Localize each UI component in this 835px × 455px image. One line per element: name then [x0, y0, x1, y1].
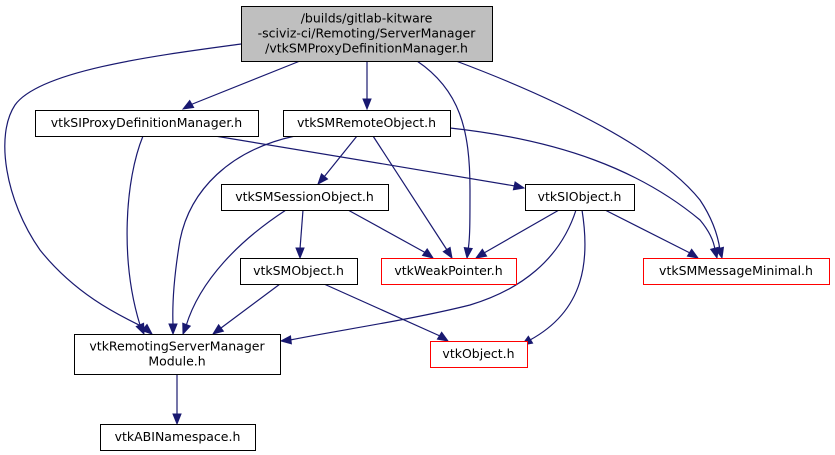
edge-line	[323, 135, 358, 178]
arrowhead-icon	[295, 247, 305, 260]
arrowhead-icon	[181, 99, 195, 110]
edge-smobject-to-vtkobject	[323, 283, 450, 342]
edge-smsession-to-weakptr	[347, 209, 435, 259]
edge-smsession-to-module	[182, 209, 287, 336]
node-label: vtkSMRemoteObject.h	[297, 115, 436, 130]
edge-root-to-siproxydef	[181, 60, 301, 110]
edge-line	[529, 209, 586, 341]
node-box	[74, 334, 281, 375]
edge-root-to-msgmin	[455, 60, 725, 260]
node-msgmin[interactable]: vtkSMMessageMinimal.h	[643, 258, 830, 285]
edge-smremote-to-smsession	[317, 135, 358, 186]
node-label: vtkSIObject.h	[538, 189, 622, 204]
arrowhead-icon	[474, 248, 488, 259]
node-box	[525, 184, 635, 211]
edge-smremote-to-msgmin	[449, 127, 720, 260]
arrowhead-icon	[362, 98, 372, 111]
node-box	[100, 424, 256, 451]
edge-line	[372, 135, 448, 251]
node-label: /builds/gitlab-kitware	[301, 11, 433, 26]
edge-line	[189, 60, 301, 106]
node-box	[221, 184, 389, 211]
arrowhead-icon	[135, 322, 145, 336]
edge-line	[214, 135, 516, 187]
node-label: vtkWeakPointer.h	[394, 263, 502, 278]
arrowhead-icon	[512, 181, 526, 191]
arrowhead-icon	[686, 248, 700, 259]
edge-module-to-abins	[172, 374, 182, 426]
edge-siobject-to-vtkobject	[520, 209, 586, 346]
arrowhead-icon	[436, 331, 450, 342]
edge-line	[289, 209, 577, 341]
node-vtkobject[interactable]: vtkObject.h	[430, 341, 528, 368]
node-label: vtkSMMessageMinimal.h	[659, 263, 813, 278]
node-label: vtkSIProxyDefinitionManager.h	[51, 115, 242, 130]
node-box	[430, 341, 528, 368]
arrowhead-icon	[279, 335, 292, 345]
edge-root-to-module	[4, 43, 242, 335]
edge-line	[299, 209, 304, 250]
node-smobject[interactable]: vtkSMObject.h	[240, 258, 358, 285]
edge-siobject-to-weakptr	[474, 209, 560, 259]
edge-line	[220, 283, 281, 329]
node-box	[643, 258, 830, 285]
node-box	[240, 258, 358, 285]
arrowhead-icon	[140, 323, 154, 335]
edge-line	[185, 209, 287, 327]
node-siobject[interactable]: vtkSIObject.h	[525, 184, 635, 211]
edge-root-to-weakptr	[416, 60, 474, 260]
node-label: -sciviz-ci/Remoting/ServerManager	[258, 26, 477, 41]
node-box	[241, 6, 493, 62]
edge-line	[323, 283, 441, 337]
edge-smobject-to-module	[211, 283, 281, 335]
edge-siproxydef-to-siobject	[214, 135, 526, 191]
arrowhead-icon	[168, 323, 178, 336]
edges-layer	[4, 43, 725, 426]
arrowhead-icon	[463, 246, 474, 260]
arrowhead-icon	[211, 323, 225, 335]
node-smsession[interactable]: vtkSMSessionObject.h	[221, 184, 389, 211]
node-label: vtkSMSessionObject.h	[235, 189, 374, 204]
edge-line	[483, 209, 560, 254]
node-smremote[interactable]: vtkSMRemoteObject.h	[283, 110, 451, 137]
edge-root-to-smremote	[362, 61, 372, 111]
edge-line	[347, 209, 427, 254]
edge-line	[126, 135, 144, 326]
node-root: /builds/gitlab-kitware-sciviz-ci/Remotin…	[241, 6, 493, 62]
edge-smsession-to-smobject	[295, 209, 305, 260]
arrowhead-icon	[442, 246, 453, 260]
edge-line	[416, 60, 471, 251]
edge-line	[455, 60, 721, 251]
edge-smremote-to-weakptr	[372, 135, 453, 260]
node-label: /vtkSMProxyDefinitionManager.h	[265, 41, 468, 56]
node-box	[381, 258, 517, 285]
edge-line	[4, 43, 242, 329]
arrowhead-icon	[709, 246, 720, 260]
node-box	[35, 110, 259, 137]
arrowhead-icon	[317, 172, 329, 186]
node-label: Module.h	[148, 354, 205, 369]
edge-smremote-to-module	[168, 135, 296, 336]
node-label: vtkABINamespace.h	[115, 429, 241, 444]
edge-siobject-to-msgmin	[604, 209, 700, 259]
edge-line	[172, 135, 296, 326]
edge-siproxydef-to-module	[126, 135, 145, 336]
node-abins[interactable]: vtkABINamespace.h	[100, 424, 256, 451]
node-siproxydef[interactable]: vtkSIProxyDefinitionManager.h	[35, 110, 259, 137]
node-label: vtkObject.h	[442, 346, 514, 361]
edge-siobject-to-module	[279, 209, 577, 345]
nodes-layer: /builds/gitlab-kitware-sciviz-ci/Remotin…	[35, 6, 830, 451]
arrowhead-icon	[421, 248, 435, 259]
arrowhead-icon	[172, 413, 182, 426]
node-label: vtkSMObject.h	[253, 263, 344, 278]
node-box	[283, 110, 451, 137]
node-weakptr[interactable]: vtkWeakPointer.h	[381, 258, 517, 285]
arrowhead-icon	[182, 322, 192, 336]
edge-line	[604, 209, 691, 254]
node-label: vtkRemotingServerManager	[89, 339, 265, 354]
edge-line	[449, 127, 716, 251]
